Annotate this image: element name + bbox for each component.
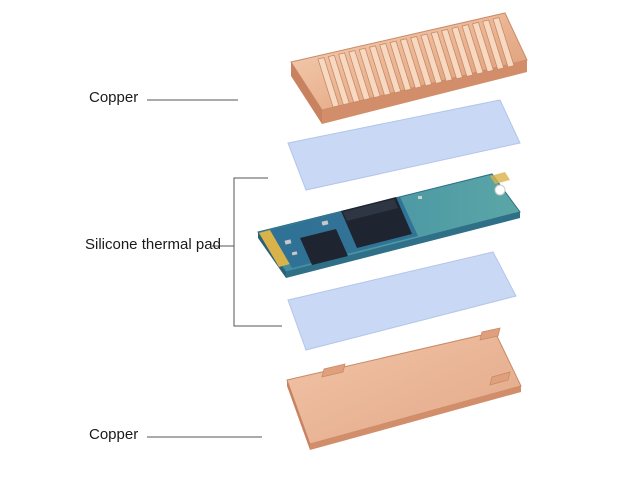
heatsink-fin <box>461 24 484 75</box>
heatsink-fin <box>482 19 505 70</box>
heatsink-fin <box>379 43 402 94</box>
heatsink-fin <box>420 33 443 84</box>
label-copper-top: Copper <box>89 89 139 106</box>
copper-heatsink-top <box>290 12 528 124</box>
heatsink-fin <box>368 45 391 96</box>
copper-tray-bottom <box>286 327 522 450</box>
heatsink-fin <box>451 26 474 77</box>
heatsink-fin <box>399 38 422 89</box>
heatsink-fin <box>430 31 453 82</box>
label-silicone-thermal-pad: Silicone thermal pad <box>85 236 221 253</box>
heatsink-fin <box>317 57 340 108</box>
screw-notch-icon <box>494 184 506 196</box>
heatsink-fin <box>492 17 515 68</box>
heatsink-fin <box>327 54 350 106</box>
heatsink-fin <box>358 47 381 99</box>
controller-chip <box>300 229 348 265</box>
thermal-pad-top <box>287 99 521 191</box>
heatsink-fin <box>348 50 371 101</box>
bracket-silicone-pad <box>212 177 282 327</box>
heatsink-fin <box>410 35 433 87</box>
heatsink-fin <box>338 52 361 103</box>
heatsink-fin <box>471 21 494 73</box>
heatsink-fin <box>389 40 412 92</box>
heatsink-fin <box>441 28 464 80</box>
thermal-pad-bottom <box>287 251 517 351</box>
heatsink-fins <box>317 17 515 108</box>
m2-ssd-board <box>257 172 521 278</box>
label-copper-bottom: Copper <box>89 426 139 443</box>
